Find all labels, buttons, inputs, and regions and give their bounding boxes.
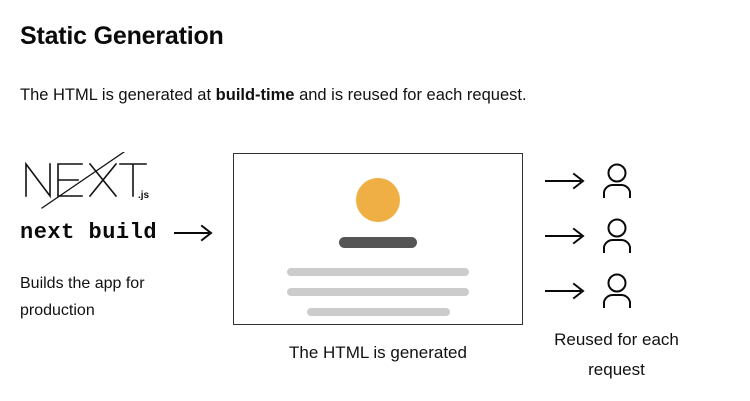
- arrow-right-icon: [545, 227, 585, 244]
- nextjs-logo-suffix: .js: [138, 190, 150, 201]
- requests-column: [544, 158, 654, 323]
- subtitle-text-after: and is reused for each request.: [294, 86, 527, 104]
- generated-html-preview: [233, 153, 523, 325]
- request-row: [544, 158, 654, 203]
- page-title: Static Generation: [20, 22, 224, 50]
- person-icon: [603, 163, 631, 198]
- request-row: [544, 213, 654, 258]
- subtitle-emphasis: build-time: [215, 86, 295, 104]
- subtitle-text-before: The HTML is generated at: [20, 86, 216, 104]
- preview-image-placeholder: [356, 178, 400, 222]
- right-caption: Reused for each request: [524, 325, 709, 385]
- person-icon: [603, 218, 631, 253]
- arrow-right-icon: [174, 224, 213, 241]
- preview-text-line: [306, 308, 450, 316]
- arrow-right-icon: [545, 172, 585, 189]
- next-build-command: next build: [20, 220, 158, 245]
- next-build-command-row: next build: [20, 220, 215, 245]
- preview-text-line: [287, 268, 469, 276]
- left-caption: Builds the app for production: [20, 275, 145, 319]
- nextjs-logo: .js: [20, 152, 155, 210]
- right-caption-line-2: request: [588, 360, 645, 379]
- preview-text-placeholders: [234, 268, 522, 316]
- preview-text-line: [287, 288, 469, 296]
- left-column: .js: [20, 152, 225, 210]
- right-caption-line-1: Reused for each: [554, 330, 679, 349]
- preview-title-placeholder: [339, 237, 417, 248]
- preview-content: [234, 154, 522, 324]
- center-caption: The HTML is generated: [289, 343, 467, 362]
- nextjs-logo-icon: .js: [25, 152, 150, 209]
- arrow-right-icon: [545, 282, 585, 299]
- request-row: [544, 268, 654, 313]
- page-subtitle: The HTML is generated at build-time and …: [20, 86, 527, 105]
- person-icon: [603, 273, 631, 308]
